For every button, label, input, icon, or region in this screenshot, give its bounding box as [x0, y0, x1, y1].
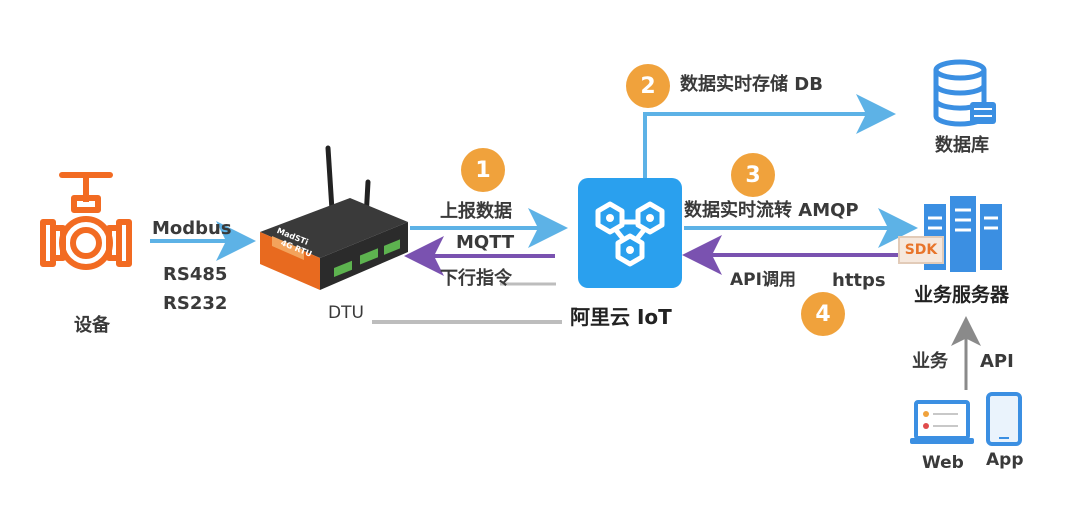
dtu-label: DTU — [328, 303, 364, 323]
downlink-label: 下行指令 — [440, 268, 512, 289]
iot-label: 阿里云 IoT — [570, 305, 672, 329]
https-label: https — [832, 270, 886, 291]
step-3-badge: 3 — [731, 153, 775, 197]
mobile-app-icon — [986, 392, 1022, 446]
web-label: Web — [922, 453, 964, 473]
database-label: 数据库 — [935, 135, 989, 156]
modbus-label: Modbus — [152, 218, 232, 239]
biz-api-label: API — [980, 351, 1014, 372]
server-label: 业务服务器 — [914, 284, 1010, 306]
step-4-badge: 4 — [801, 292, 845, 336]
app-label: App — [986, 450, 1024, 470]
mqtt-label: MQTT — [456, 232, 515, 253]
step-1-badge: 1 — [461, 148, 505, 192]
api-call-label: API调用 — [730, 270, 796, 290]
biz-label: 业务 — [912, 351, 948, 372]
database-icon — [933, 59, 996, 127]
storage-label: 数据实时存储 DB — [680, 74, 823, 95]
amqp-label: 数据实时流转 AMQP — [684, 200, 859, 221]
rs485-label: RS485 — [163, 264, 228, 285]
iot-to-db-arrow — [643, 94, 896, 178]
rs232-label: RS232 — [163, 293, 228, 314]
device-label: 设备 — [74, 315, 110, 336]
web-browser-icon — [910, 400, 974, 444]
sdk-tag: SDK — [898, 236, 944, 264]
step-2-badge: 2 — [626, 64, 670, 108]
aliyun-iot-icon — [578, 178, 682, 288]
uplink-label: 上报数据 — [440, 201, 512, 222]
dtu-device-icon — [260, 145, 408, 290]
valve-icon — [40, 172, 132, 270]
